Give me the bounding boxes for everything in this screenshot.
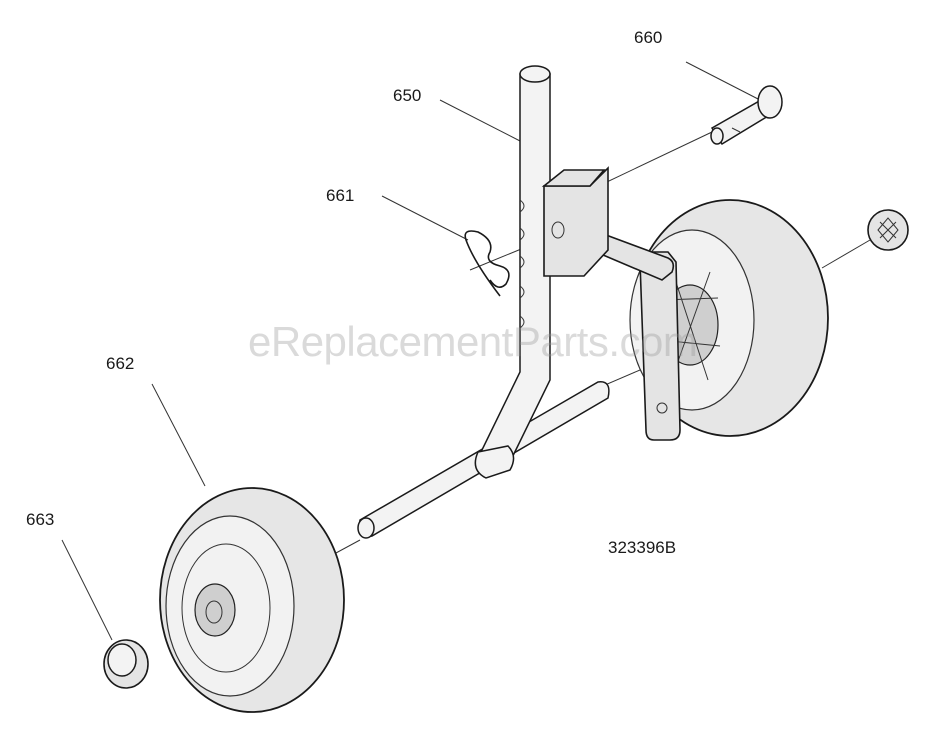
callout-661: 661: [326, 186, 355, 205]
callout-660: 660: [634, 28, 663, 47]
bracket-arm: [595, 230, 675, 281]
height-adjust-bracket: [541, 166, 609, 277]
callout-662: 662: [106, 354, 135, 373]
push-nut-right: [867, 209, 909, 251]
watermark: eReplacementParts.com: [248, 318, 698, 365]
left-wheel-662: [159, 487, 345, 713]
callout-650: 650: [393, 86, 422, 105]
callout-663: 663: [26, 510, 55, 529]
hair-pin-clip-661: [464, 230, 510, 297]
hub-cap-663: [103, 639, 149, 689]
drawing-number: 323396B: [608, 538, 677, 557]
clevis-pin-660: [710, 85, 783, 146]
handle-tube-650: [474, 65, 551, 479]
